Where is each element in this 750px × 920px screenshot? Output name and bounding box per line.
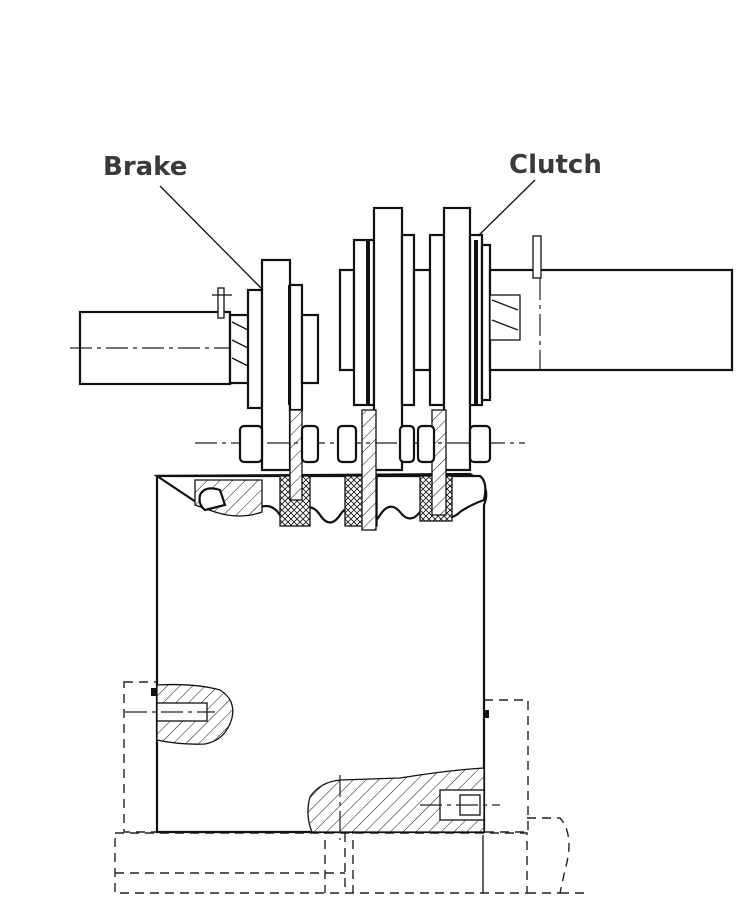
left-shaft xyxy=(70,287,260,386)
grooved-plate xyxy=(153,474,487,527)
bolt-row xyxy=(195,424,525,464)
right-shaft xyxy=(488,235,734,372)
clutch-label: Clutch xyxy=(509,150,602,180)
brake-leader-line xyxy=(159,185,264,291)
middle-disc xyxy=(338,206,432,531)
clutch-disc xyxy=(428,206,492,516)
brake-disc xyxy=(246,258,320,501)
clutch-leader-line xyxy=(477,179,536,237)
brake-label: Brake xyxy=(103,152,187,182)
housing xyxy=(125,472,500,840)
